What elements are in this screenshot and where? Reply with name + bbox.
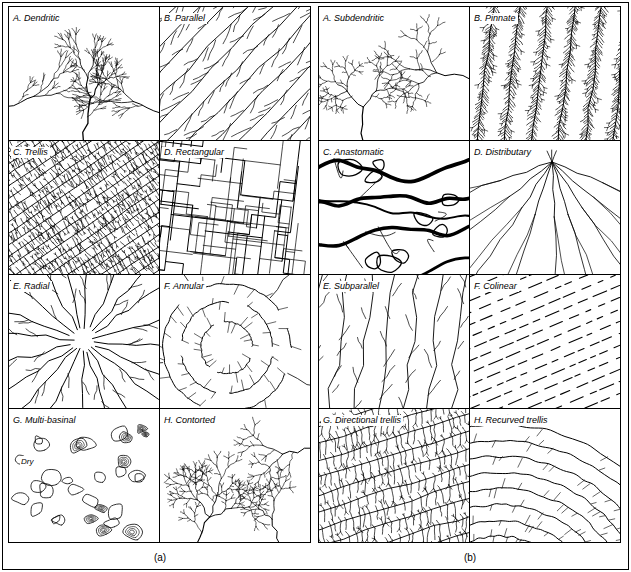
figure-part-label: (b) — [463, 552, 477, 564]
drainage-pattern — [9, 27, 159, 140]
drainage-pattern — [319, 275, 468, 408]
panel-label: H. Recurved trellis — [472, 415, 550, 426]
panel-label: B. Pinnate — [472, 13, 518, 24]
pattern-panel: E. Radial — [8, 274, 160, 409]
drainage-pattern — [160, 275, 310, 408]
panel-label: C. Anastomatic — [321, 147, 386, 158]
panel-label: A. Subdendritic — [321, 13, 386, 24]
pattern-panel: A. Dendritic — [8, 6, 160, 141]
pattern-panel: B. Parallel — [159, 6, 311, 141]
pattern-panel: B. Pinnate — [469, 6, 621, 141]
panel-label: F. Colinear — [472, 281, 519, 292]
drainage-pattern — [11, 425, 149, 540]
panel-label: E. Radial — [11, 281, 52, 292]
pattern-panel: A. Subdendritic — [318, 6, 470, 141]
drainage-pattern — [9, 275, 159, 408]
pattern-panel: F. Annular — [159, 274, 311, 409]
drainage-pattern — [164, 417, 310, 542]
pattern-panel: F. Colinear — [469, 274, 621, 409]
drainage-pattern — [319, 153, 469, 274]
panel-label: G. Directional trellis — [321, 415, 403, 426]
pattern-panel: G. Directional trellis — [318, 408, 470, 543]
drainage-pattern — [470, 7, 620, 140]
drainage-pattern — [470, 415, 620, 542]
panel-label: A. Dendritic — [11, 13, 62, 24]
drainage-pattern — [470, 275, 620, 408]
pattern-panel: D. Rectangular — [159, 140, 311, 275]
pattern-panel: C. Anastomatic — [318, 140, 470, 275]
pattern-panel: G. Multi-basinal — [8, 408, 160, 543]
pattern-panel: D. Distributary — [469, 140, 621, 275]
figure-part-label: (a) — [153, 552, 167, 564]
panel-label: D. Rectangular — [162, 147, 226, 158]
pattern-panel: H. Recurved trellis — [469, 408, 621, 543]
panel-label: D. Distributary — [472, 147, 533, 158]
drainage-pattern — [160, 7, 310, 140]
panel-label: E. Subparallel — [321, 281, 381, 292]
area-note: Dry — [20, 456, 34, 468]
pattern-panel: H. Contorted — [159, 408, 311, 543]
panel-label: G. Multi-basinal — [11, 415, 78, 426]
panel-label: H. Contorted — [162, 415, 217, 426]
drainage-pattern — [470, 150, 620, 274]
drainage-pattern — [160, 141, 310, 274]
drainage-pattern — [9, 141, 159, 274]
panel-label: B. Parallel — [162, 13, 207, 24]
outer-frame — [3, 3, 629, 570]
pattern-panel: C. Trellis — [8, 140, 160, 275]
drainage-pattern — [319, 409, 469, 542]
panel-label: F. Annular — [162, 281, 206, 292]
pattern-panel: E. Subparallel — [318, 274, 470, 409]
panel-label: C. Trellis — [11, 147, 50, 158]
drainage-pattern — [319, 15, 469, 140]
